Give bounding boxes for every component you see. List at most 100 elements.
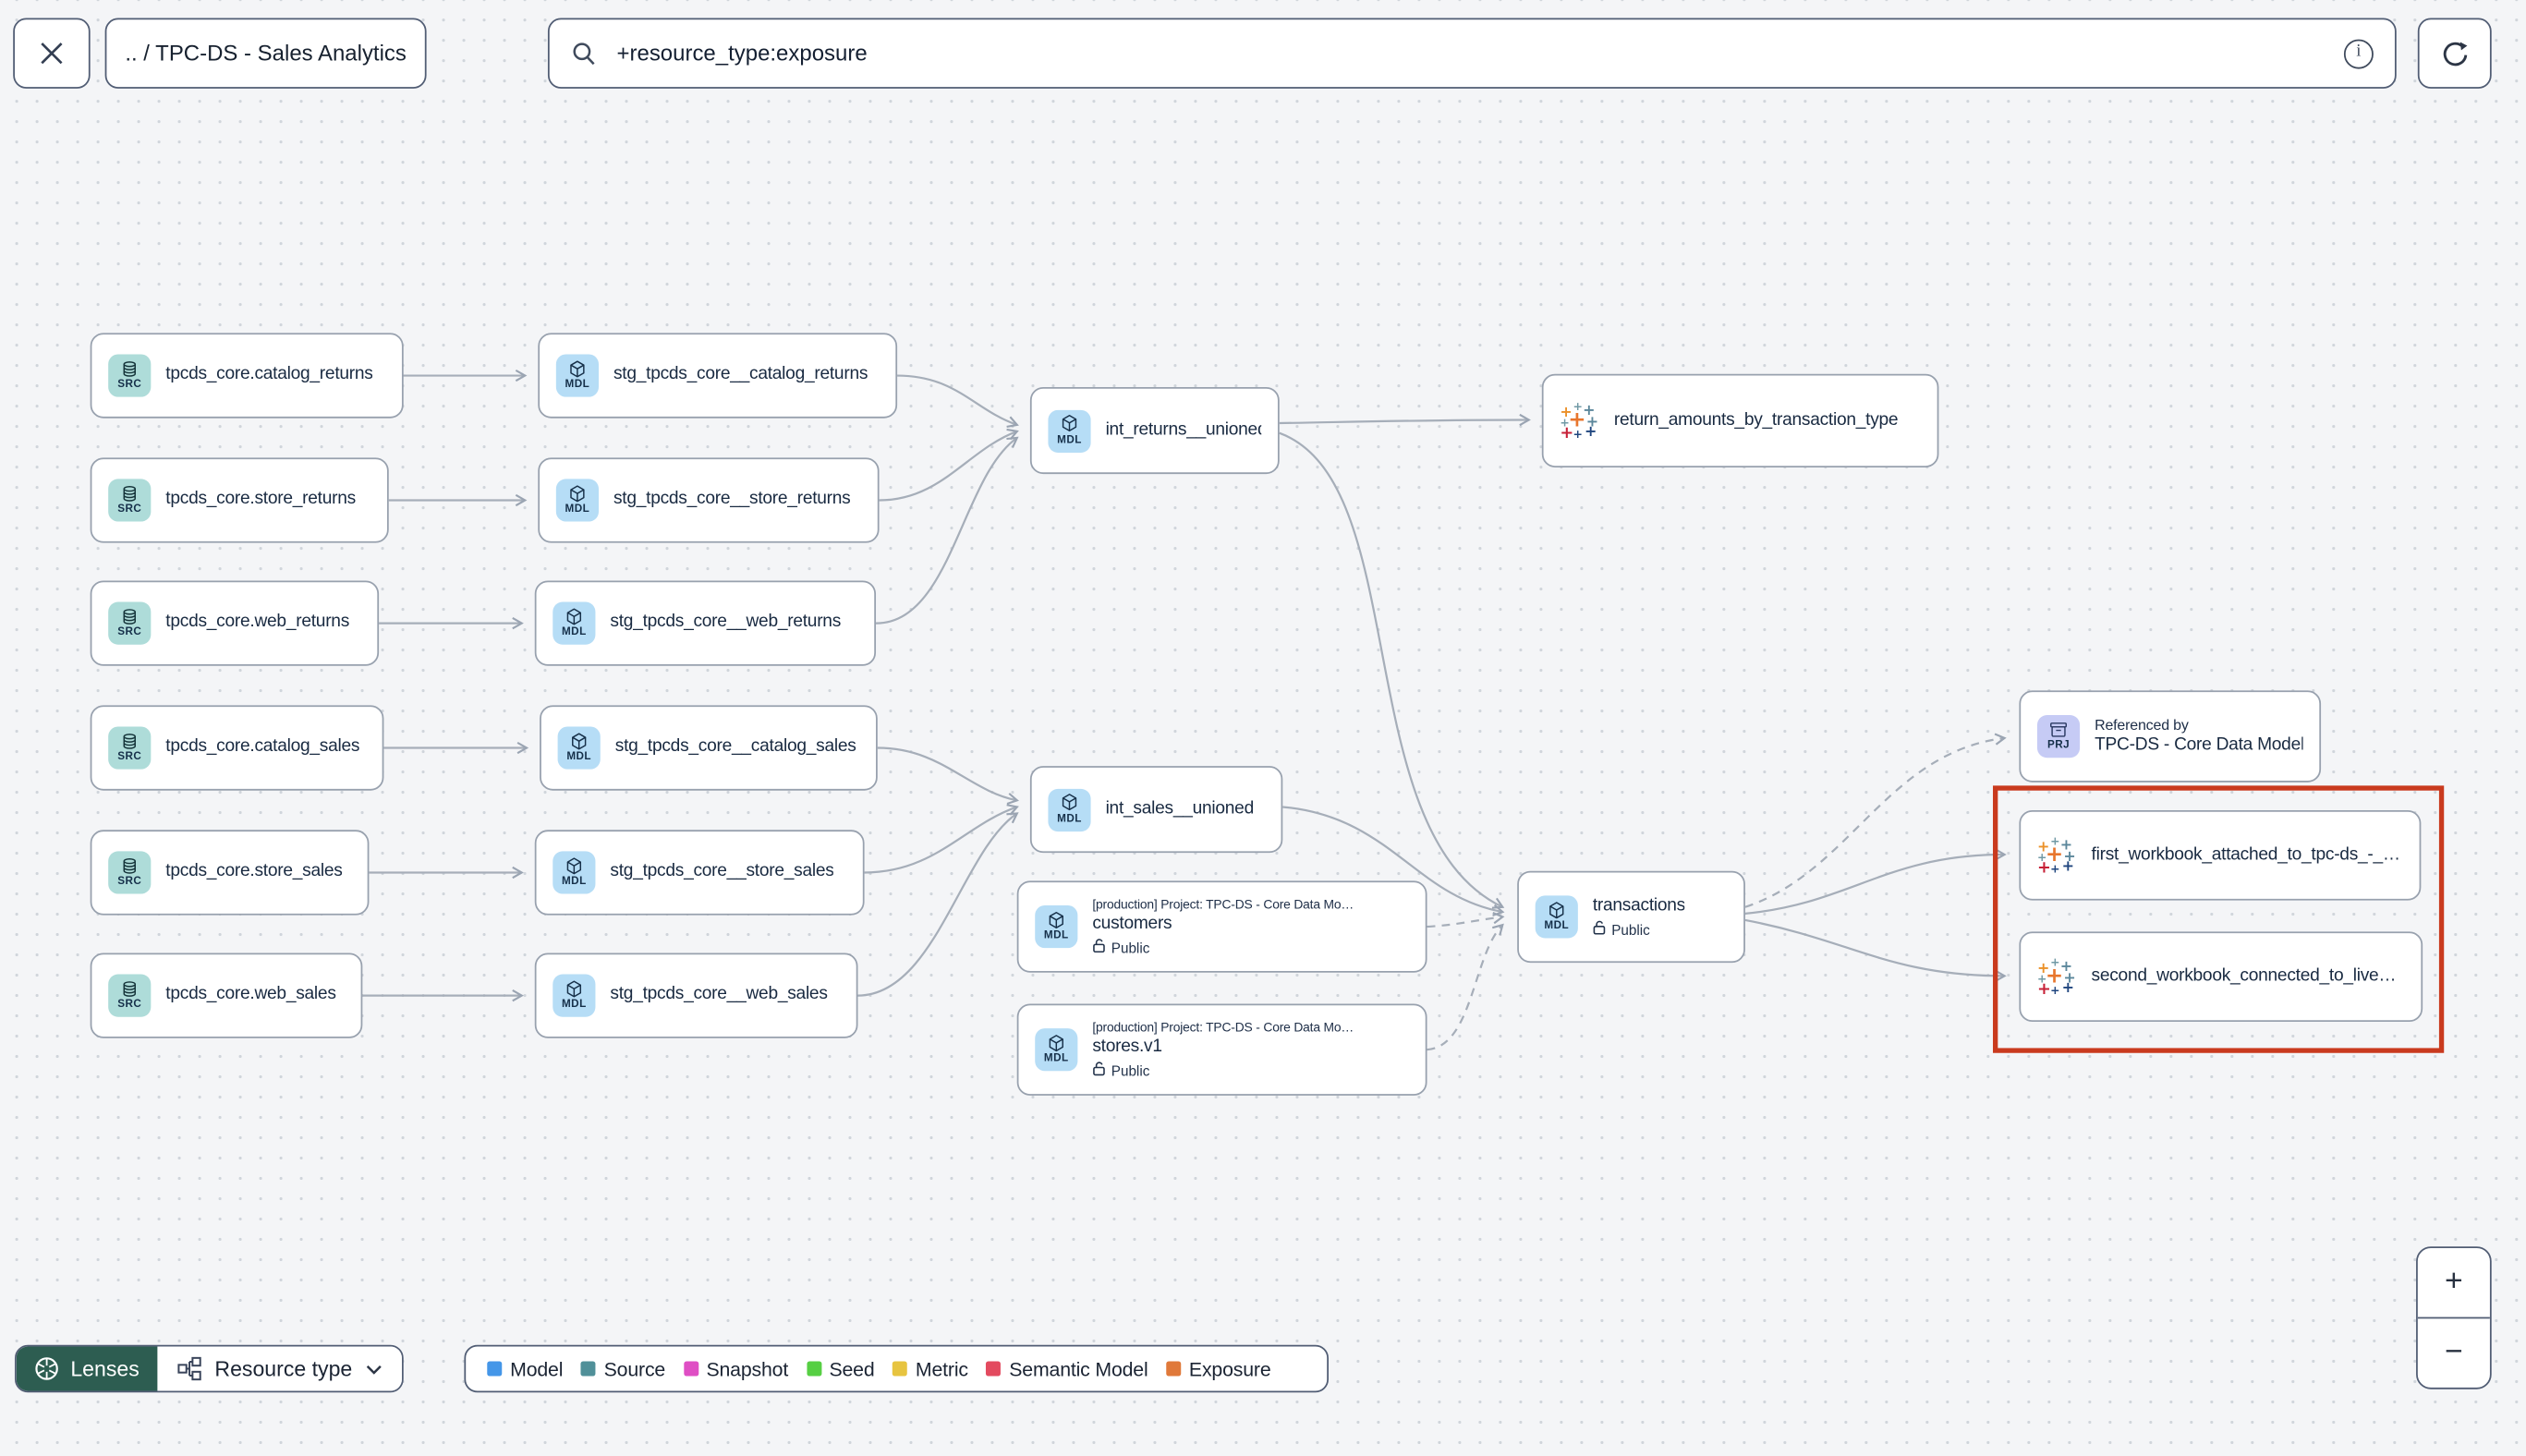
search-input[interactable] xyxy=(613,39,2328,67)
node-title: tpcds_core.store_sales xyxy=(165,861,343,881)
node-text: tpcds_core.web_returns xyxy=(165,613,349,635)
node-title: return_amounts_by_transaction_type xyxy=(1613,409,1899,430)
mdl-resource-icon: MDL xyxy=(553,851,596,894)
node-note: Referenced by xyxy=(2095,716,2189,734)
lineage-edge xyxy=(1744,918,2007,982)
resource-badge: MDL xyxy=(1043,930,1069,942)
resource-type-dropdown[interactable]: Resource type xyxy=(157,1346,402,1391)
close-icon xyxy=(41,42,63,65)
node-title: tpcds_core.catalog_sales xyxy=(165,736,360,757)
node-title: tpcds_core.store_returns xyxy=(165,489,356,509)
resource-badge: MDL xyxy=(566,751,592,764)
visibility-row: Public xyxy=(1092,1062,1354,1080)
mdl-resource-icon: MDL xyxy=(1535,895,1578,939)
node-stg-store-sales[interactable]: MDL stg_tpcds_core__store_sales xyxy=(534,830,865,916)
resource-badge: MDL xyxy=(561,626,587,639)
node-return-amounts-by-transaction-type[interactable]: +++++++++ return_amounts_by_transaction_t… xyxy=(1541,373,1939,467)
node-text: second_workbook_connected_to_live… xyxy=(2092,965,2397,988)
node-title: stg_tpcds_core__catalog_returns xyxy=(613,364,868,384)
node-customers[interactable]: MDL [production] Project: TPC-DS - Core D… xyxy=(1016,880,1427,973)
mdl-resource-icon: MDL xyxy=(1035,904,1078,949)
resource-badge: SRC xyxy=(117,379,142,392)
refresh-button[interactable] xyxy=(2417,18,2492,89)
node-text: [production] Project: TPC-DS - Core Data… xyxy=(1092,1019,1354,1080)
info-icon[interactable]: i xyxy=(2343,38,2374,68)
node-text: tpcds_core.catalog_returns xyxy=(165,365,372,387)
node-text: stg_tpcds_core__catalog_sales xyxy=(615,737,856,759)
refresh-icon xyxy=(2442,41,2467,66)
zoom-in-label: + xyxy=(2445,1264,2463,1300)
lineage-edge xyxy=(876,436,1019,625)
legend-item: Exposure xyxy=(1166,1357,1271,1380)
node-second-workbook[interactable]: +++++++++second_workbook_connected_to_li… xyxy=(2019,931,2423,1023)
src-resource-icon: SRC xyxy=(108,479,152,522)
node-src-web-sales[interactable]: SRC tpcds_core.web_sales xyxy=(90,952,363,1038)
zoom-controls: + − xyxy=(2416,1246,2492,1389)
src-resource-icon: SRC xyxy=(108,354,152,397)
resource-badge: SRC xyxy=(117,999,142,1012)
breadcrumb[interactable]: .. / TPC-DS - Sales Analytics xyxy=(104,18,427,89)
resource-badge: MDL xyxy=(1057,813,1082,825)
legend-label: Source xyxy=(603,1357,666,1380)
node-text: [production] Project: TPC-DS - Core Data… xyxy=(1092,896,1354,957)
lineage-edge xyxy=(877,746,1019,806)
src-resource-icon: SRC xyxy=(108,974,152,1017)
node-stg-store-returns[interactable]: MDL stg_tpcds_core__store_returns xyxy=(538,457,880,543)
node-first-workbook[interactable]: +++++++++first_workbook_attached_to_tpc-… xyxy=(2019,810,2422,901)
node-text: stg_tpcds_core__store_returns xyxy=(613,489,851,511)
lens-aperture-icon xyxy=(35,1357,58,1380)
legend-item: Semantic Model xyxy=(986,1357,1148,1380)
resource-badge: PRJ xyxy=(2046,740,2071,752)
node-title: stg_tpcds_core__store_sales xyxy=(610,861,834,881)
search-bar[interactable]: i xyxy=(547,18,2397,89)
lock-open-icon xyxy=(1092,1062,1105,1080)
tableau-exposure-icon: +++++++++ xyxy=(1560,399,1599,443)
breadcrumb-label: .. / TPC-DS - Sales Analytics xyxy=(125,41,407,67)
node-src-store-returns[interactable]: SRC tpcds_core.store_returns xyxy=(90,457,389,543)
close-button[interactable] xyxy=(13,18,91,89)
node-stores-v1[interactable]: MDL [production] Project: TPC-DS - Core D… xyxy=(1016,1003,1427,1096)
node-title: stg_tpcds_core__web_returns xyxy=(610,612,842,632)
node-src-catalog-returns[interactable]: SRC tpcds_core.catalog_returns xyxy=(90,333,404,419)
tableau-exposure-icon: +++++++++ xyxy=(2036,833,2076,877)
lineage-edge xyxy=(864,804,1019,874)
lock-open-icon xyxy=(1593,920,1606,939)
node-stg-web-returns[interactable]: MDL stg_tpcds_core__web_returns xyxy=(534,580,877,666)
lineage-edge xyxy=(1427,911,1505,928)
legend-label: Snapshot xyxy=(706,1357,789,1380)
node-text: tpcds_core.web_sales xyxy=(165,985,335,1007)
node-title: tpcds_core.web_sales xyxy=(165,984,336,1004)
lineage-edge xyxy=(1282,806,1505,916)
resource-type-icon xyxy=(177,1356,201,1381)
lineage-edge xyxy=(1744,733,2007,908)
resource-badge: MDL xyxy=(565,504,590,516)
resource-badge: MDL xyxy=(561,999,587,1012)
node-text: tpcds_core.catalog_sales xyxy=(165,737,359,759)
node-title: TPC-DS - Core Data Models xyxy=(2095,734,2303,755)
resource-badge: SRC xyxy=(117,504,142,516)
lenses-button[interactable]: Lenses xyxy=(16,1346,158,1391)
resource-badge: MDL xyxy=(1544,920,1570,933)
zoom-in-button[interactable]: + xyxy=(2418,1248,2490,1317)
zoom-out-button[interactable]: − xyxy=(2417,1316,2490,1388)
lineage-edge xyxy=(1279,413,1531,427)
mdl-resource-icon: MDL xyxy=(1035,1028,1078,1072)
node-text: int_returns__unioned xyxy=(1106,419,1262,442)
node-stg-catalog-sales[interactable]: MDL stg_tpcds_core__catalog_sales xyxy=(540,705,878,791)
legend-label: Model xyxy=(510,1357,564,1380)
legend-swatch xyxy=(683,1361,698,1377)
